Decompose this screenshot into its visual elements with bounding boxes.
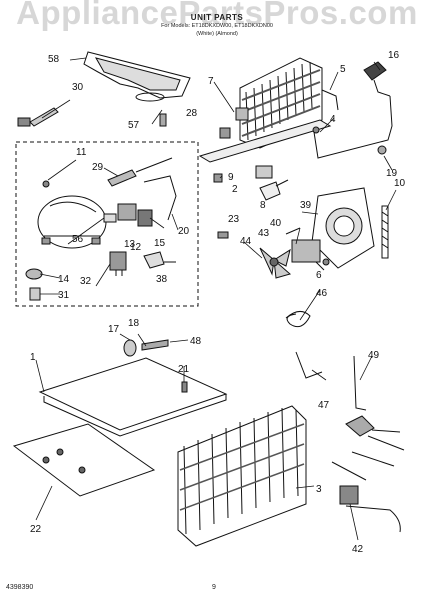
callout-17: 17: [108, 324, 120, 335]
callout-8: 8: [260, 200, 266, 211]
callout-15: 15: [154, 238, 166, 249]
callout-39: 39: [300, 200, 312, 211]
callout-29: 29: [92, 162, 104, 173]
document-number: 4398390: [6, 584, 34, 591]
callout-30: 30: [72, 82, 84, 93]
callout-14: 14: [58, 274, 70, 285]
model-numbers: For Models: ET18DKXDW00, ET18DKXDN00: [161, 23, 273, 29]
part-30-cord: [17, 107, 59, 127]
part-17-wheel: [123, 339, 169, 357]
diagram-title: UNIT PARTS: [190, 13, 244, 22]
part-31-grommet: [25, 268, 43, 301]
callout-9: 9: [228, 172, 234, 183]
callout-58: 58: [48, 54, 60, 65]
callout-3: 3: [316, 484, 322, 495]
part-58-cover: [83, 51, 191, 102]
part-19-screw: [377, 145, 387, 155]
part-22-plate: [12, 423, 156, 497]
callout-44: 44: [240, 236, 252, 247]
part-9-bracket: [213, 165, 289, 201]
callout-32: 32: [80, 276, 92, 287]
part-46-coil: [285, 311, 311, 328]
callout-47: 47: [318, 400, 330, 411]
callout-57: 57: [128, 120, 140, 131]
callout-1: 1: [30, 352, 36, 363]
part-29-capacitor: [107, 157, 177, 221]
model-colors: (White) (Almond): [196, 31, 238, 37]
callout-19: 19: [386, 168, 398, 179]
callout-28: 28: [186, 108, 198, 119]
callout-12: 12: [130, 242, 142, 253]
part-10-rod: [381, 205, 389, 259]
callout-21: 21: [178, 364, 190, 375]
page-number: 9: [212, 584, 216, 591]
callout-6: 6: [316, 270, 322, 281]
part-42-harness: [331, 415, 405, 533]
part-6-nut: [322, 258, 330, 266]
callout-48: 48: [190, 336, 202, 347]
watermark-logo: AppliancePartsPros.com: [16, 0, 418, 31]
callout-7: 7: [208, 76, 214, 87]
callout-11: 11: [76, 147, 87, 158]
callout-43: 43: [258, 228, 270, 239]
part-15-relay: [103, 203, 153, 227]
callout-22: 22: [30, 524, 42, 535]
part-40-fan-motor: [285, 227, 325, 271]
callout-42: 42: [352, 544, 364, 555]
callout-2: 2: [232, 184, 238, 195]
callout-5: 5: [340, 64, 346, 75]
callout-40: 40: [270, 218, 282, 229]
part-28-group-box: [15, 141, 199, 307]
part-57-screw: [159, 113, 167, 127]
callout-31: 31: [58, 290, 70, 301]
callout-38: 38: [156, 274, 168, 285]
part-32-connector: [109, 251, 127, 276]
compressor: [37, 195, 107, 249]
part-21-screw: [181, 381, 188, 393]
part-39-shroud: [311, 187, 375, 269]
callout-23: 23: [228, 214, 240, 225]
part-4-wire: [312, 95, 393, 159]
part-49-tube: [353, 355, 367, 411]
callout-4: 4: [330, 114, 336, 125]
callout-18: 18: [128, 318, 140, 329]
part-3-condenser: [177, 405, 307, 547]
part-1-base: [38, 357, 228, 437]
part-44-fan-blade: [259, 247, 292, 279]
callout-10: 10: [394, 178, 406, 189]
part-7-evaporator: [198, 57, 332, 163]
callout-16: 16: [388, 50, 400, 61]
callout-13: 13: [124, 239, 136, 250]
part-11-screw: [42, 180, 50, 188]
callout-20: 20: [178, 226, 190, 237]
part-23-clip: [217, 231, 229, 239]
callouts: 58 30 57 28 7 5 16 4 11 29 9 2 8 19 10 5…: [30, 50, 406, 555]
callout-56: 56: [72, 234, 84, 245]
callout-46: 46: [316, 288, 328, 299]
callout-49: 49: [368, 350, 380, 361]
part-47-tube: [295, 351, 323, 379]
part-38-harness: [143, 251, 176, 269]
part-5-tube: [321, 89, 339, 111]
part-16-clip: [363, 61, 391, 97]
